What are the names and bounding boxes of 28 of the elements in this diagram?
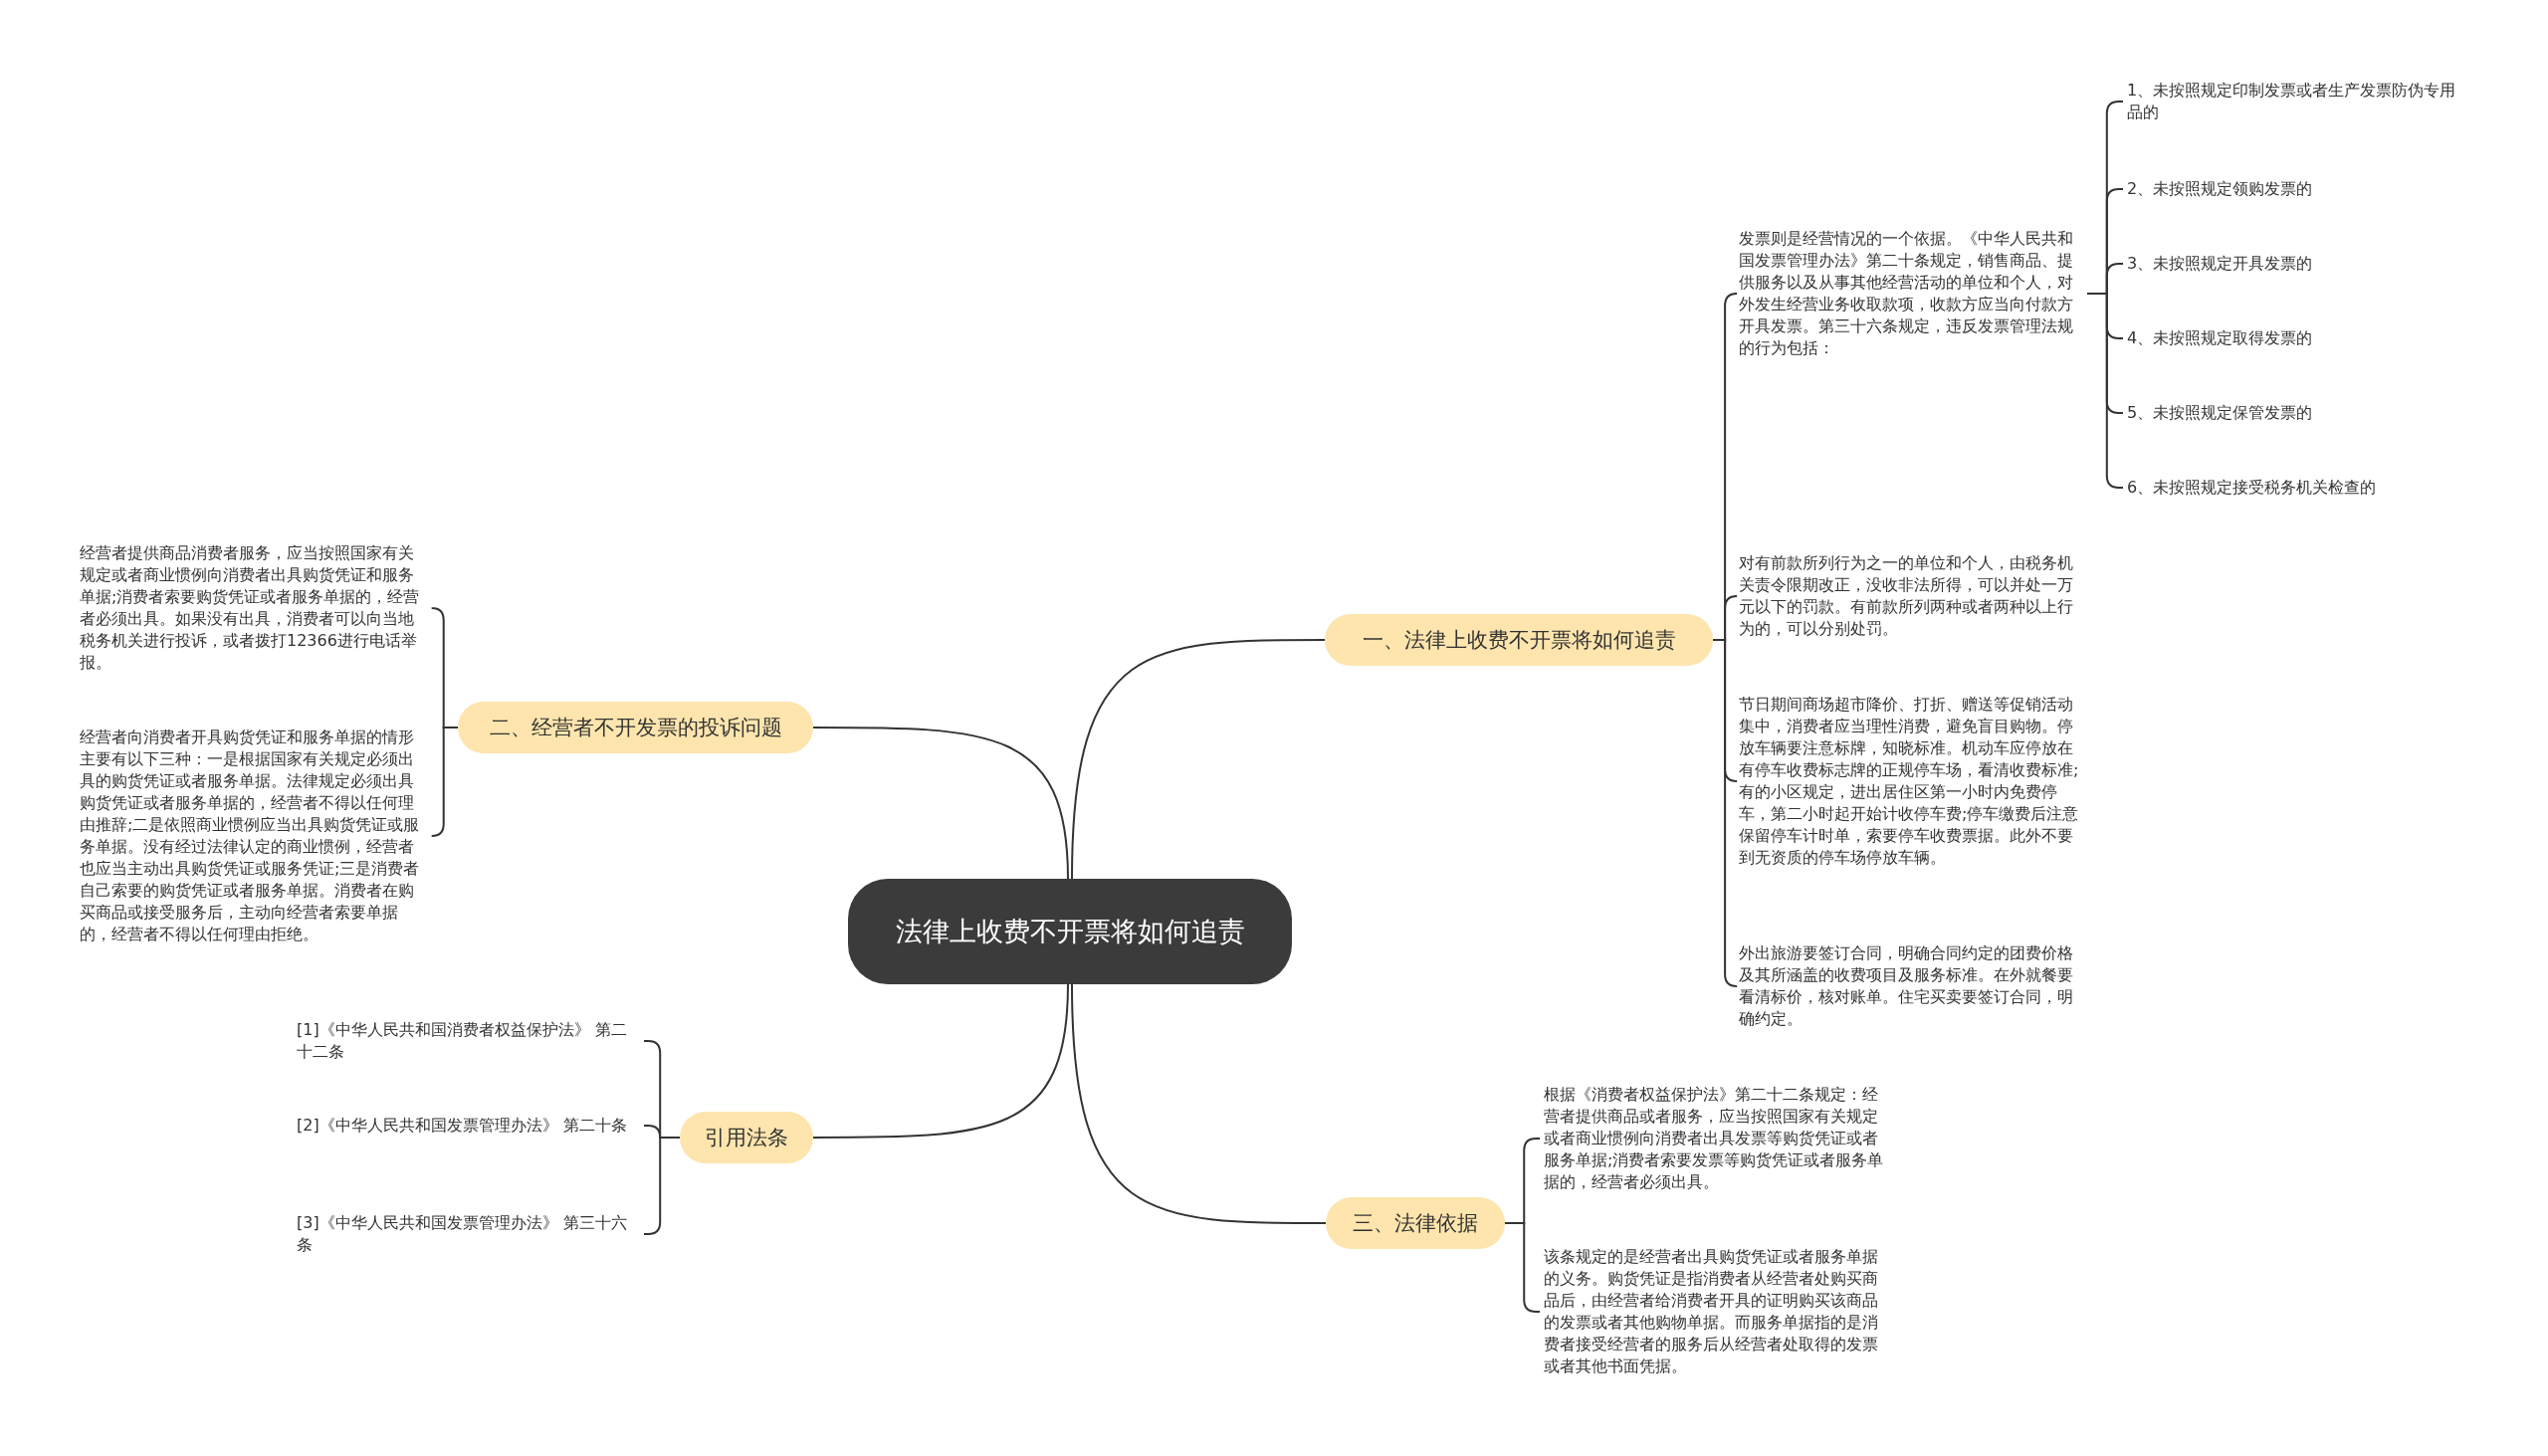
topic-pill: 引用法条 bbox=[680, 1112, 813, 1163]
topic-pill: 三、法律依据 bbox=[1326, 1197, 1505, 1249]
note-text: 外出旅游要签订合同，明确合同约定的团费价格及其所涵盖的收费项目及服务标准。在外就餐要看清标价，核对账单。住宅买卖要签订合同，明确约定。 bbox=[1739, 942, 2087, 1030]
note-text: 根据《消费者权益保护法》第二十二条规定：经营者提供商品或者服务，应当按照国家有关规定或者商业惯例向消费者出具发票等购货凭证或者服务单据;消费者索要发票等购货凭证或者服务单据的，经营者必须出具。 bbox=[1544, 1084, 1892, 1193]
topic-pill: 二、经营者不开发票的投诉问题 bbox=[458, 702, 813, 753]
note-text: 经营者向消费者开具购货凭证和服务单据的情形主要有以下三种：一是根据国家有关规定必须出具的购货凭证或者服务单据。法律规定必须出具购货凭证或者服务单据的，经营者不得以任何理由推辞;二是依照商业惯例应当出具购货凭证或服务单据。没有经过法律认定的商业惯例，经营者也应当主动出具购货凭证或服务凭证;三是消费者自己索要的购货凭证或者服务单据。消费者在购买商品或接受服务后，主动向经营者索要单据的，经营者不得以任何理由拒绝。 bbox=[80, 727, 428, 945]
connector-line bbox=[1071, 983, 1327, 1224]
note-text: 5、未按照规定保管发票的 bbox=[2127, 402, 2470, 424]
note-text: 4、未按照规定取得发票的 bbox=[2127, 327, 2470, 349]
topic-pill: 一、法律上收费不开票将如何追责 bbox=[1325, 614, 1713, 666]
note-text: 2、未按照规定领购发票的 bbox=[2127, 178, 2470, 200]
note-text: 该条规定的是经营者出具购货凭证或者服务单据的义务。购货凭证是指消费者从经营者处购买商品后，由经营者给消费者开具的证明购买该商品的发票或者其他购物单据。而服务单据指的是消费者接受经营者的服务后从经营者处取得的发票或者其他书面凭据。 bbox=[1544, 1246, 1892, 1377]
note-text: 经营者提供商品消费者服务，应当按照国家有关规定或者商业惯例向消费者出具购货凭证和服务单据;消费者索要购货凭证或者服务单据的，经营者必须出具。如果没有出具，消费者可以向当地税务机关进行投诉，或者拨打12366进行电话举报。 bbox=[80, 542, 428, 674]
note-text: 发票则是经营情况的一个依据。《中华人民共和国发票管理办法》第二十条规定，销售商品、提供服务以及从事其他经营活动的单位和个人，对外发生经营业务收取款项，收款方应当向付款方开具发票。第三十六条规定，违反发票管理法规的行为包括： bbox=[1739, 228, 2087, 359]
note-text: [3]《中华人民共和国发票管理办法》 第三十六条 bbox=[297, 1212, 640, 1256]
note-text: [1]《中华人民共和国消费者权益保护法》 第二十二条 bbox=[297, 1019, 640, 1063]
note-text: 1、未按照规定印制发票或者生产发票防伪专用品的 bbox=[2127, 80, 2470, 123]
central-topic: 法律上收费不开票将如何追责 bbox=[848, 879, 1292, 984]
connector-line bbox=[430, 727, 459, 837]
connector-line bbox=[1712, 639, 1739, 987]
connector-line bbox=[812, 727, 1069, 880]
connector-line bbox=[1071, 639, 1326, 880]
note-text: 对有前款所列行为之一的单位和个人，由税务机关责令限期改正，没收非法所得，可以并处一万元以下的罚款。有前款所列两种或者两种以上行为的，可以分别处罚。 bbox=[1739, 552, 2087, 640]
note-text: [2]《中华人民共和国发票管理办法》 第二十条 bbox=[297, 1115, 640, 1137]
note-text: 节日期间商场超市降价、打折、赠送等促销活动集中，消费者应当理性消费，避免盲目购物。停放车辆要注意标牌，知晓标准。机动车应停放在有停车收费标志牌的正规停车场，看清收费标准;有的小区规定，进出居住区第一小时内免费停车，第二小时起开始计收停车费;停车缴费后注意保留停车计时单，索要停车收费票据。此外不要到无资质的停车场停放车辆。 bbox=[1739, 694, 2087, 869]
connector-line bbox=[812, 983, 1069, 1139]
note-text: 3、未按照规定开具发票的 bbox=[2127, 253, 2470, 275]
note-text: 6、未按照规定接受税务机关检查的 bbox=[2127, 477, 2470, 499]
